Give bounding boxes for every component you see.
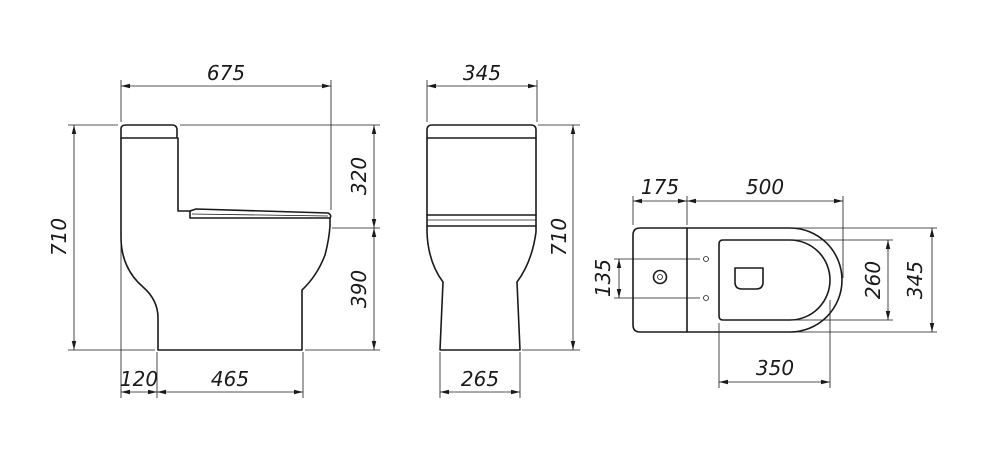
side-view: 675 710 320 390 120 465: [47, 61, 380, 398]
flush-button-icon: [652, 269, 668, 285]
front-view: 345 710 265: [426, 61, 580, 398]
dim-top-seat-width: 260: [861, 261, 885, 299]
dim-top-overall-width: 345: [903, 261, 927, 299]
fixing-hole-icon: [703, 256, 709, 262]
side-tank-lid: [120, 124, 178, 139]
side-body-outline: [120, 137, 331, 351]
fixing-hole-icon: [703, 295, 709, 301]
dim-side-overall-height: 710: [47, 218, 71, 256]
dim-top-bowl-length: 500: [746, 175, 784, 199]
front-tank-lid: [426, 124, 537, 139]
dim-side-overall-width: 675: [207, 61, 245, 85]
dim-front-overall-height: 710: [547, 218, 571, 256]
dim-side-bowl-height: 390: [347, 270, 371, 308]
dim-side-base-depth: 465: [211, 367, 249, 391]
dim-top-seat-length: 350: [756, 356, 794, 380]
dim-front-base-width: 265: [461, 367, 499, 391]
dim-side-rear-offset: 120: [120, 367, 158, 391]
dim-side-tank-height: 320: [347, 157, 371, 195]
top-outer-outline: [632, 227, 843, 333]
side-seat-edge: [189, 208, 332, 219]
front-body-outline: [426, 137, 537, 351]
side-seat-inner: [191, 213, 329, 217]
dim-front-overall-width: 345: [463, 61, 501, 85]
top-seat-outline: [718, 239, 831, 321]
top-bowl-outlet: [734, 267, 764, 290]
top-view: 175 500 135 260 345 350: [591, 175, 937, 388]
dim-top-fixing-spacing: 135: [591, 259, 615, 297]
dim-top-tank-depth: 175: [641, 175, 679, 199]
